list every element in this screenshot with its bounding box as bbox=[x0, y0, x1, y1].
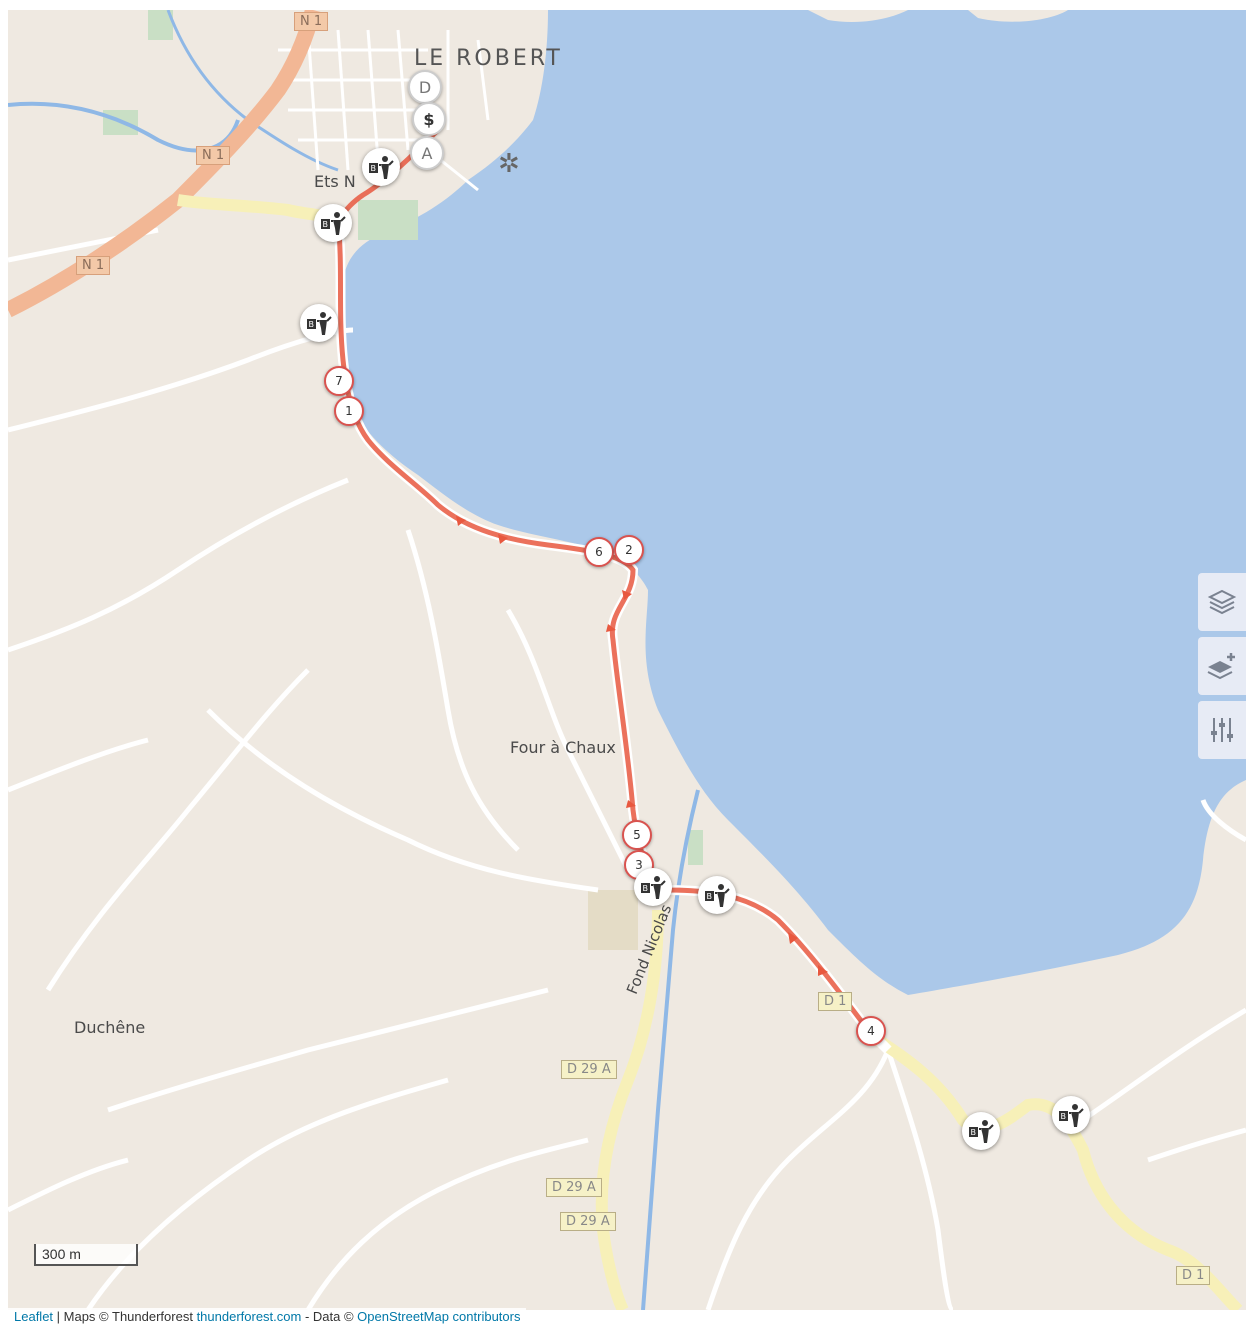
bank-info-icon: B bbox=[1059, 1104, 1084, 1127]
bank-info-icon: B bbox=[307, 312, 332, 335]
svg-text:B: B bbox=[371, 164, 377, 173]
map-tiles: ✲ bbox=[8, 10, 1246, 1310]
islet-2 bbox=[968, 10, 1068, 22]
map-canvas[interactable]: ✲ LE ROBERT Ets N Four à Chaux Duchêne F… bbox=[8, 10, 1246, 1310]
svg-text:B: B bbox=[1061, 1112, 1067, 1121]
road-shield-d29a: D 29 A bbox=[561, 1060, 617, 1079]
filter-button[interactable] bbox=[1198, 701, 1246, 759]
waypoint-marker-4[interactable]: 4 bbox=[856, 1016, 886, 1046]
attribution-text: | Maps © Thunderforest bbox=[53, 1309, 197, 1324]
scale-bar: 300 m bbox=[34, 1244, 138, 1266]
road-shield-d1: D 1 bbox=[1176, 1266, 1211, 1285]
waypoint-marker-7[interactable]: 7 bbox=[324, 366, 354, 396]
place-label-four-a-chaux: Four à Chaux bbox=[510, 738, 616, 757]
place-label-duchene: Duchêne bbox=[74, 1018, 146, 1037]
filter-sliders-icon bbox=[1211, 718, 1233, 742]
svg-text:B: B bbox=[309, 320, 315, 329]
waypoint-marker-6[interactable]: 6 bbox=[584, 537, 614, 567]
marker-d[interactable]: D bbox=[408, 70, 442, 104]
islet bbox=[808, 10, 908, 22]
marker-a[interactable]: A bbox=[410, 136, 444, 170]
poi-marker[interactable]: B bbox=[634, 868, 672, 906]
svg-text:B: B bbox=[971, 1128, 977, 1137]
attribution-text: - Data © bbox=[301, 1309, 358, 1324]
road-d29a bbox=[595, 909, 664, 1310]
dollar-icon: $ bbox=[423, 109, 435, 129]
waypoint-marker-5[interactable]: 5 bbox=[622, 820, 652, 850]
poi-marker[interactable]: B bbox=[362, 148, 400, 186]
road-n1 bbox=[8, 10, 321, 318]
road-shield-n1: N 1 bbox=[196, 146, 231, 165]
svg-text:B: B bbox=[707, 892, 713, 901]
road-shield-n1: N 1 bbox=[294, 12, 329, 31]
layers-icon bbox=[1207, 589, 1237, 615]
attribution: Leaflet | Maps © Thunderforest thunderfo… bbox=[8, 1308, 527, 1326]
add-layer-button[interactable] bbox=[1198, 637, 1246, 695]
road-shield-n1: N 1 bbox=[76, 256, 111, 275]
waypoint-marker-1[interactable]: 1 bbox=[334, 396, 364, 426]
road-shield-d1: D 1 bbox=[818, 992, 853, 1011]
bank-info-icon: B bbox=[641, 876, 666, 899]
thunderforest-link[interactable]: thunderforest.com bbox=[196, 1309, 302, 1324]
svg-text:B: B bbox=[643, 884, 649, 893]
osm-link[interactable]: OpenStreetMap contributors bbox=[357, 1309, 521, 1324]
svg-text:B: B bbox=[323, 220, 329, 229]
place-label-ets: Ets N bbox=[314, 172, 356, 191]
road-shield-d29a: D 29 A bbox=[560, 1212, 616, 1231]
waypoint-marker-2[interactable]: 2 bbox=[614, 535, 644, 565]
bank-info-icon: B bbox=[705, 884, 730, 907]
add-layer-icon bbox=[1207, 653, 1235, 680]
poi-marker[interactable]: B bbox=[300, 304, 338, 342]
bank-info-icon: B bbox=[369, 156, 394, 179]
road-shield-d29a: D 29 A bbox=[546, 1178, 602, 1197]
route-direction-arrows bbox=[456, 516, 828, 976]
town-streets bbox=[278, 29, 490, 192]
river bbox=[8, 101, 240, 153]
sports-area bbox=[588, 890, 638, 950]
poi-marker[interactable]: B bbox=[314, 204, 352, 242]
park bbox=[688, 830, 703, 865]
marker-dollar[interactable]: $ bbox=[412, 102, 446, 136]
poi-marker[interactable]: B bbox=[1052, 1096, 1090, 1134]
leaflet-link[interactable]: Leaflet bbox=[14, 1309, 54, 1324]
bank-info-icon: B bbox=[321, 212, 346, 235]
poi-marker[interactable]: B bbox=[962, 1112, 1000, 1150]
river bbox=[641, 789, 700, 1310]
town-label: LE ROBERT bbox=[414, 46, 563, 71]
route-line bbox=[335, 128, 870, 1032]
park bbox=[358, 200, 418, 240]
layers-button[interactable] bbox=[1198, 573, 1246, 631]
asterisk-icon: ✲ bbox=[498, 149, 520, 179]
bay-water bbox=[343, 10, 1246, 995]
poi-marker[interactable]: B bbox=[698, 876, 736, 914]
bank-info-icon: B bbox=[969, 1120, 994, 1143]
